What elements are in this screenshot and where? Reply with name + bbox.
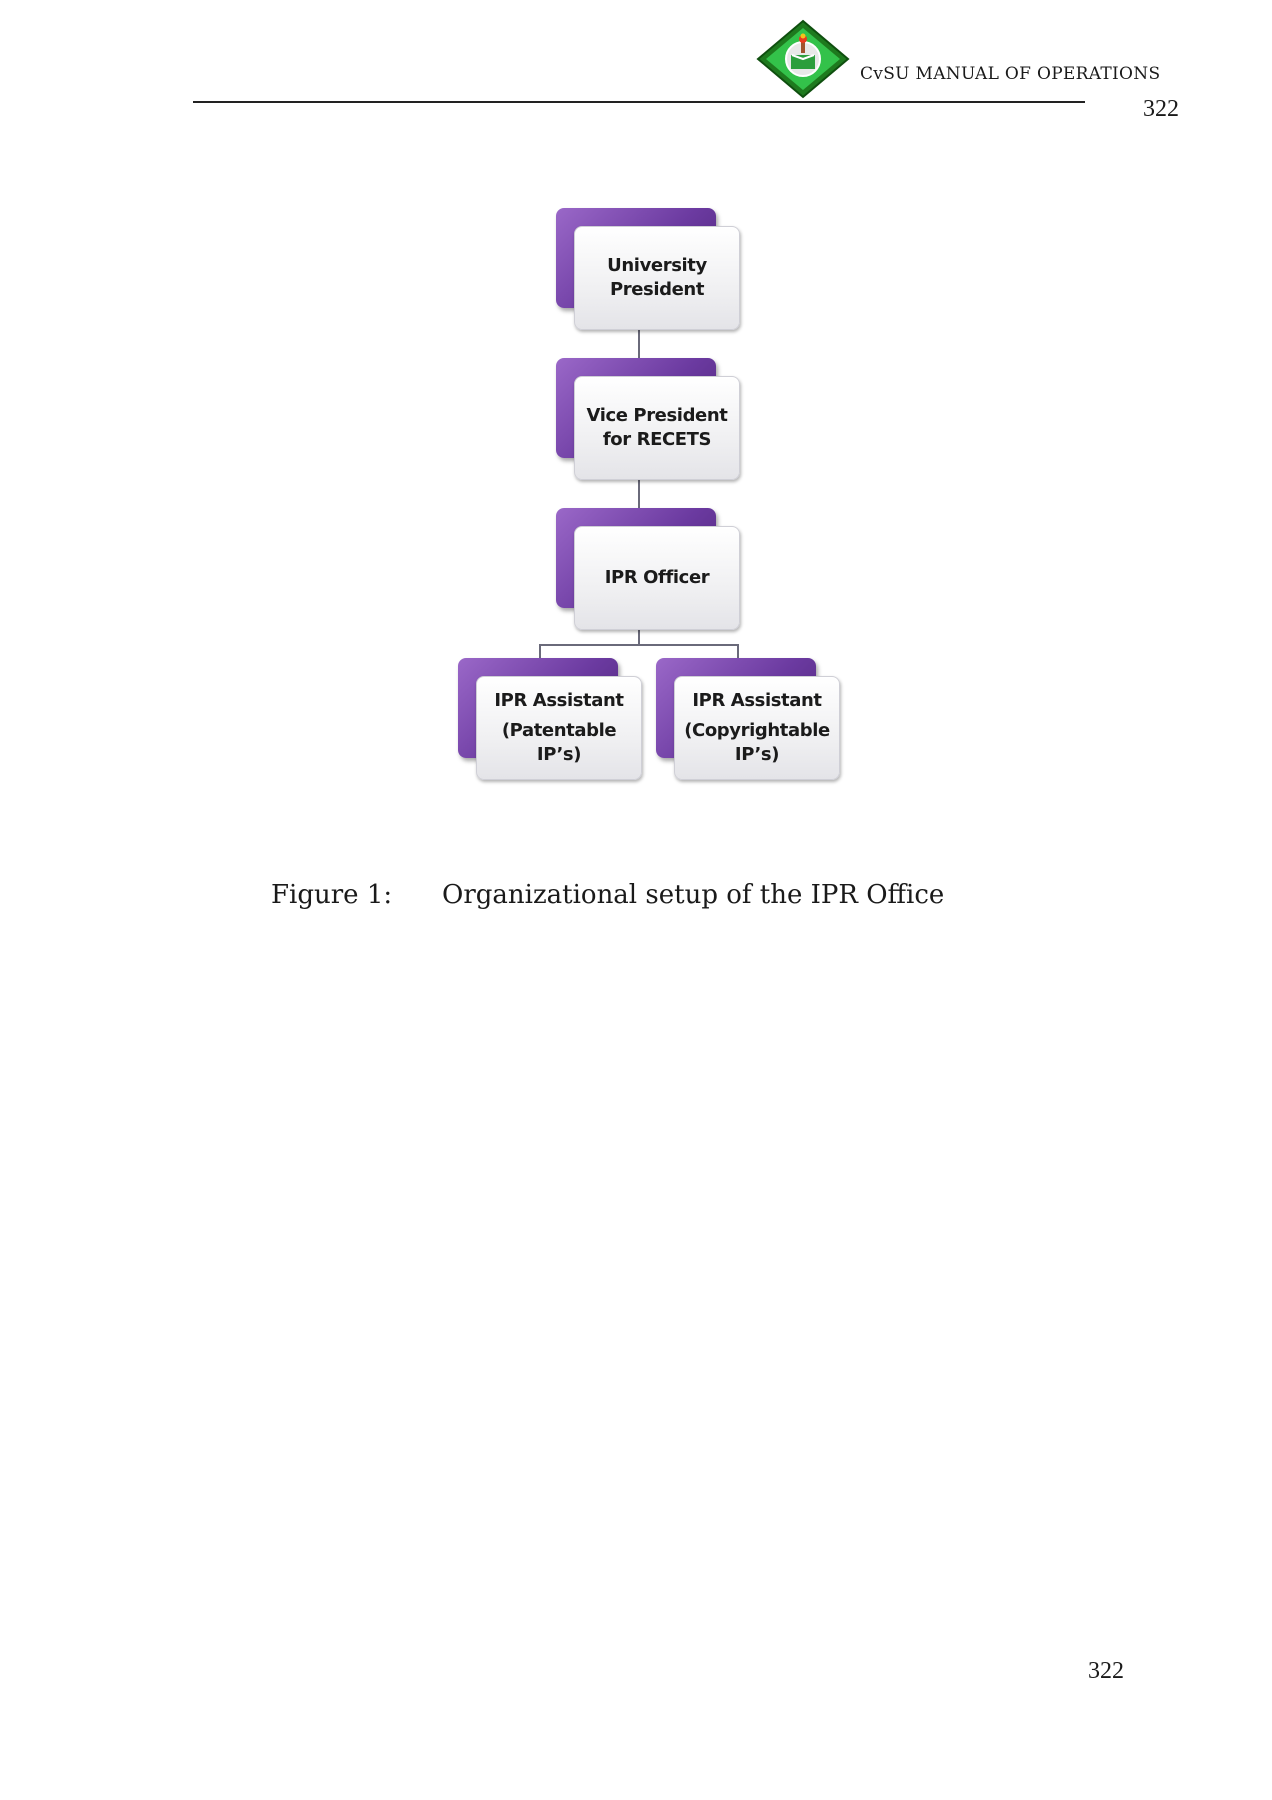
figure-caption-label: Figure 1:	[271, 880, 393, 910]
node-label: Vice President	[586, 405, 728, 426]
node-label: University	[607, 255, 707, 276]
node-ipr-assistant-patentable: IPR Assistant (Patentable IP’s)	[458, 658, 642, 780]
connector-president-vp	[638, 328, 640, 362]
header-divider	[193, 101, 1085, 103]
node-label: IP’s)	[734, 744, 780, 765]
connector-officer-down	[638, 628, 640, 646]
node-ipr-officer: IPR Officer	[556, 508, 740, 630]
node-university-president: University President	[556, 208, 740, 330]
connector-vp-officer	[638, 478, 640, 512]
connector-right-assistant	[737, 644, 739, 660]
node-label: IP’s)	[536, 744, 582, 765]
node-label: IPR Officer	[604, 567, 710, 588]
header-title: CvSU MANUAL OF OPERATIONS	[860, 64, 1161, 84]
page-number-bottom: 322	[1088, 1658, 1124, 1684]
node-title: IPR Assistant	[692, 690, 822, 711]
node-label: President	[609, 279, 705, 300]
node-vice-president: Vice President for RECETS	[556, 358, 740, 480]
node-label: for RECETS	[602, 429, 712, 450]
org-chart: University President Vice President for …	[450, 200, 850, 800]
node-label: (Patentable	[501, 720, 617, 741]
node-label: (Copyrightable	[684, 720, 830, 741]
connector-left-assistant	[539, 644, 541, 660]
cvsu-seal-logo-icon	[756, 19, 850, 99]
figure-caption-text: Organizational setup of the IPR Office	[442, 880, 945, 910]
page-number-top: 322	[1143, 96, 1179, 122]
node-ipr-assistant-copyrightable: IPR Assistant (Copyrightable IP’s)	[656, 658, 840, 780]
connector-horizontal	[539, 644, 739, 646]
node-title: IPR Assistant	[494, 690, 624, 711]
